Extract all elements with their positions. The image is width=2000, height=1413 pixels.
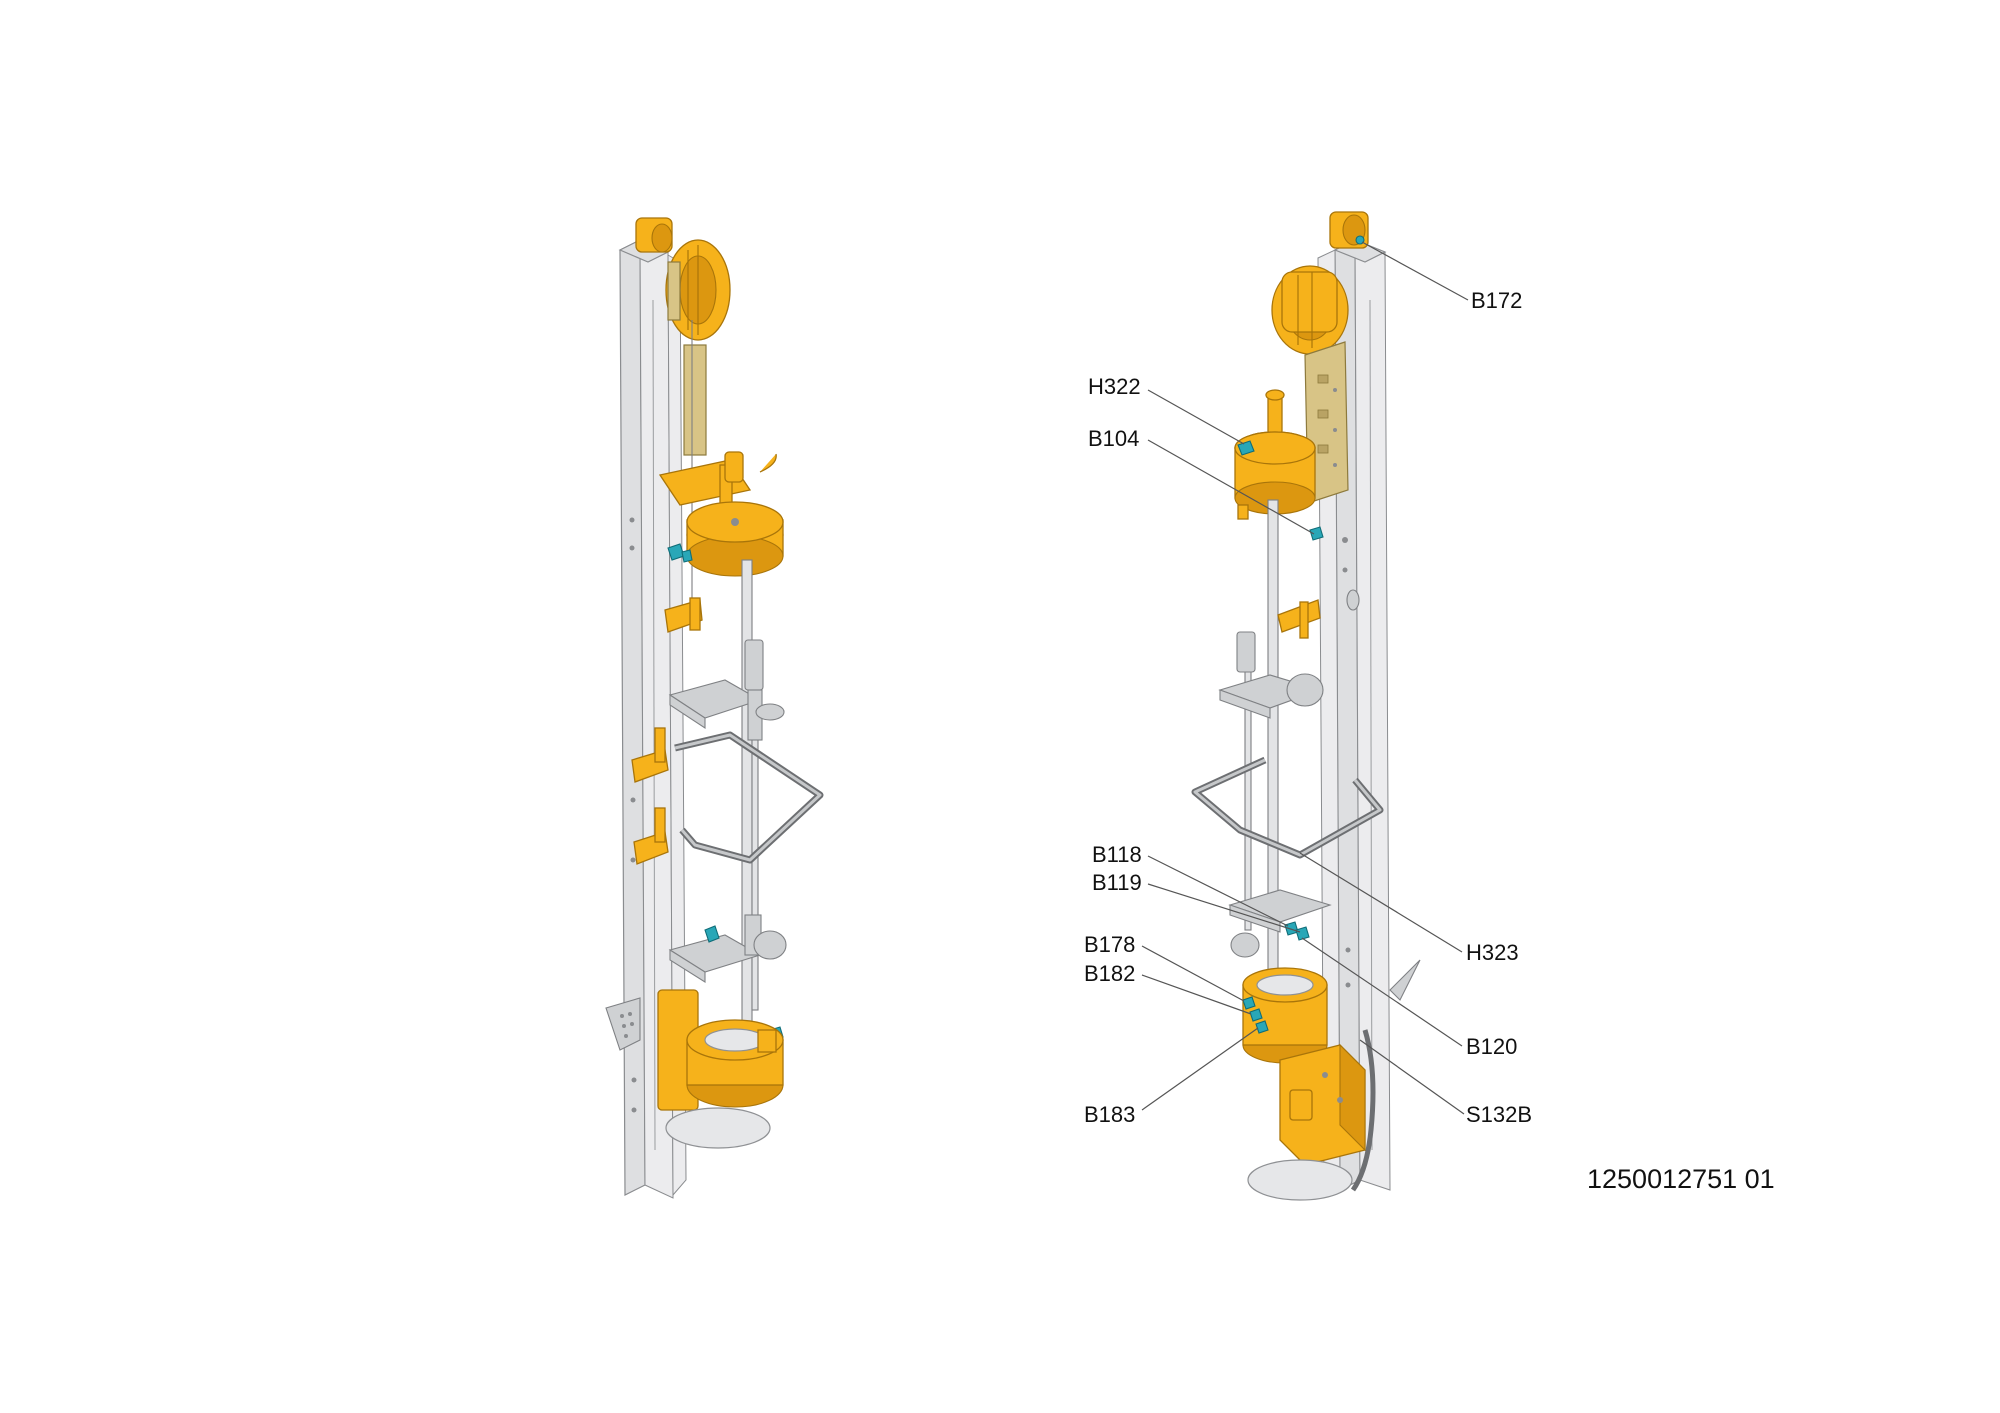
left-lower-gearbox [657,989,784,1111]
right-lower-clamp [1228,889,1332,958]
label-H323: H323 [1466,940,1519,965]
right-upper-clamp [1218,631,1324,719]
right-assembly [1191,211,1421,1201]
label-B182: B182 [1084,961,1135,986]
document-number: 1250012751 01 [1587,1164,1775,1194]
right-side-spike [1389,959,1421,1001]
left-base-plate [665,1107,771,1149]
right-base-plate [1247,1159,1353,1201]
H322-indicator [1237,440,1255,456]
callout-labels: B172 H322 B104 B118 B119 H323 B178 B182 … [1084,288,1532,1127]
label-B104: B104 [1088,426,1139,451]
right-gripper-rail [1191,756,1384,859]
left-upper-clamp [668,639,785,741]
right-top-pulley [1329,211,1369,249]
left-lower-clamp [668,914,787,1041]
left-circuit-board [683,344,707,456]
label-H322: H322 [1088,374,1141,399]
left-gripper-rail [674,731,824,864]
left-top-drive [635,217,731,341]
label-B172: B172 [1471,288,1522,313]
right-upper-drive-unit [1234,389,1324,541]
label-B118: B118 [1092,842,1142,867]
B178-sensor [1242,996,1256,1010]
B104-sensor [1309,526,1324,541]
right-mast-details [1342,537,1360,988]
B183-sensor [1255,1020,1269,1034]
label-B119: B119 [1092,870,1142,895]
right-cable [1350,1029,1376,1192]
left-yellow-brackets [631,597,703,865]
right-drum-motor [1271,265,1349,355]
label-B120: B120 [1466,1034,1517,1059]
left-side-plate [605,997,641,1051]
label-B183: B183 [1084,1102,1135,1127]
right-yellow-bracket [1277,599,1321,633]
left-upper-drive-unit [658,451,784,577]
right-lower-drive-ring [1242,967,1328,1064]
right-gearbox [1279,1043,1366,1166]
label-S132B: S132B [1466,1102,1532,1127]
left-assembly [605,217,824,1199]
label-B178: B178 [1084,932,1135,957]
B182-sensor [1249,1008,1263,1022]
right-circuit-board [1304,341,1349,504]
left-mast-holes [629,517,637,1113]
B119-sensor [1295,926,1310,941]
leader-lines [1141,241,1469,1115]
